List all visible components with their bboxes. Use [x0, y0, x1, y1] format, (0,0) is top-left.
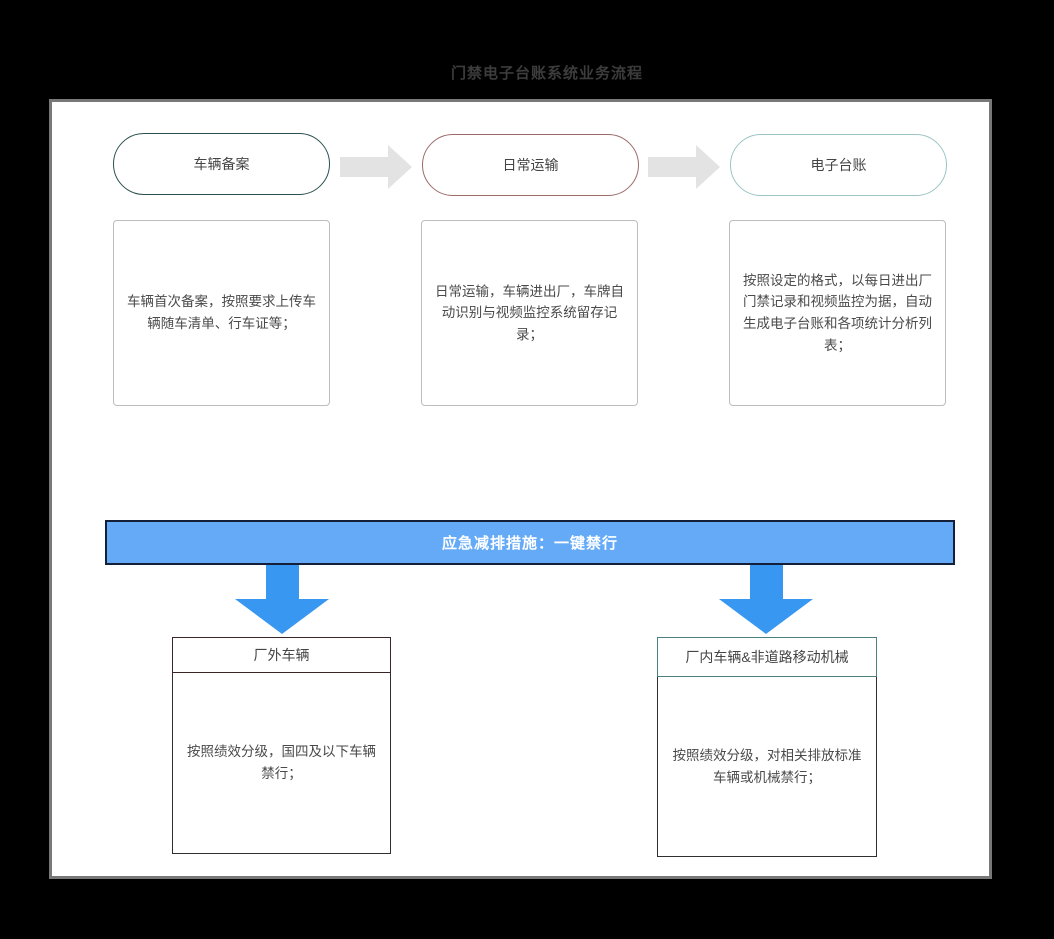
arrow-head [235, 599, 329, 634]
branch-box-internal-vehicles-machinery: 厂内车辆&非道路移动机械 按照绩效分级，对相关排放标准车辆或机械禁行； [657, 637, 877, 857]
branch-description: 按照绩效分级，国四及以下车辆禁行； [187, 744, 376, 781]
stage-pill-label: 日常运输 [502, 157, 559, 173]
stage-description-text: 按照设定的格式，以每日进出厂门禁记录和视频监控为据，自动生成电子台账和各项统计分… [743, 272, 932, 353]
right-arrow-icon [340, 145, 412, 189]
arrow-shaft [648, 157, 696, 177]
emergency-banner-label: 应急减排措施：一键禁行 [441, 535, 618, 552]
branch-body: 按照绩效分级，国四及以下车辆禁行； [172, 673, 391, 854]
branch-header: 厂内车辆&非道路移动机械 [657, 637, 877, 677]
branch-description: 按照绩效分级，对相关排放标准车辆或机械禁行； [672, 747, 862, 785]
arrow-head [696, 145, 720, 189]
branch-body: 按照绩效分级，对相关排放标准车辆或机械禁行； [657, 677, 877, 857]
stage-description-text: 日常运输，车辆进出厂，车牌自动识别与视频监控系统留存记录； [435, 283, 624, 342]
branch-title: 厂内车辆&非道路移动机械 [685, 649, 849, 665]
stage-pill-label: 车辆备案 [193, 156, 250, 172]
stage-description-box: 车辆首次备案，按照要求上传车辆随车清单、行车证等； [113, 220, 330, 406]
branch-header: 厂外车辆 [172, 637, 391, 673]
arrow-head [719, 599, 813, 634]
stage-description-text: 车辆首次备案，按照要求上传车辆随车清单、行车证等； [127, 294, 316, 331]
down-arrow-icon [235, 565, 329, 634]
branch-box-external-vehicles: 厂外车辆 按照绩效分级，国四及以下车辆禁行； [172, 637, 391, 854]
stage-description-box: 按照设定的格式，以每日进出厂门禁记录和视频监控为据，自动生成电子台账和各项统计分… [729, 220, 946, 406]
right-arrow-icon [648, 145, 720, 189]
diagram-canvas: 车辆备案 日常运输 电子台账 车辆首次备案，按照要求上传车辆随车清单、行车证等；… [49, 99, 992, 879]
arrow-shaft [749, 565, 783, 599]
arrow-shaft [265, 565, 299, 599]
emergency-banner: 应急减排措施：一键禁行 [105, 520, 955, 565]
down-arrow-icon [719, 565, 813, 634]
stage-description-box: 日常运输，车辆进出厂，车牌自动识别与视频监控系统留存记录； [421, 220, 638, 406]
branch-title: 厂外车辆 [253, 647, 310, 663]
arrow-shaft [340, 157, 388, 177]
stage-pill-label: 电子台账 [810, 157, 867, 173]
stage-pill-electronic-ledger: 电子台账 [730, 134, 947, 196]
stage-pill-daily-transport: 日常运输 [422, 134, 639, 196]
arrow-head [388, 145, 412, 189]
stage-pill-vehicle-registration: 车辆备案 [113, 133, 330, 195]
page-title: 门禁电子台账系统业务流程 [450, 65, 643, 82]
